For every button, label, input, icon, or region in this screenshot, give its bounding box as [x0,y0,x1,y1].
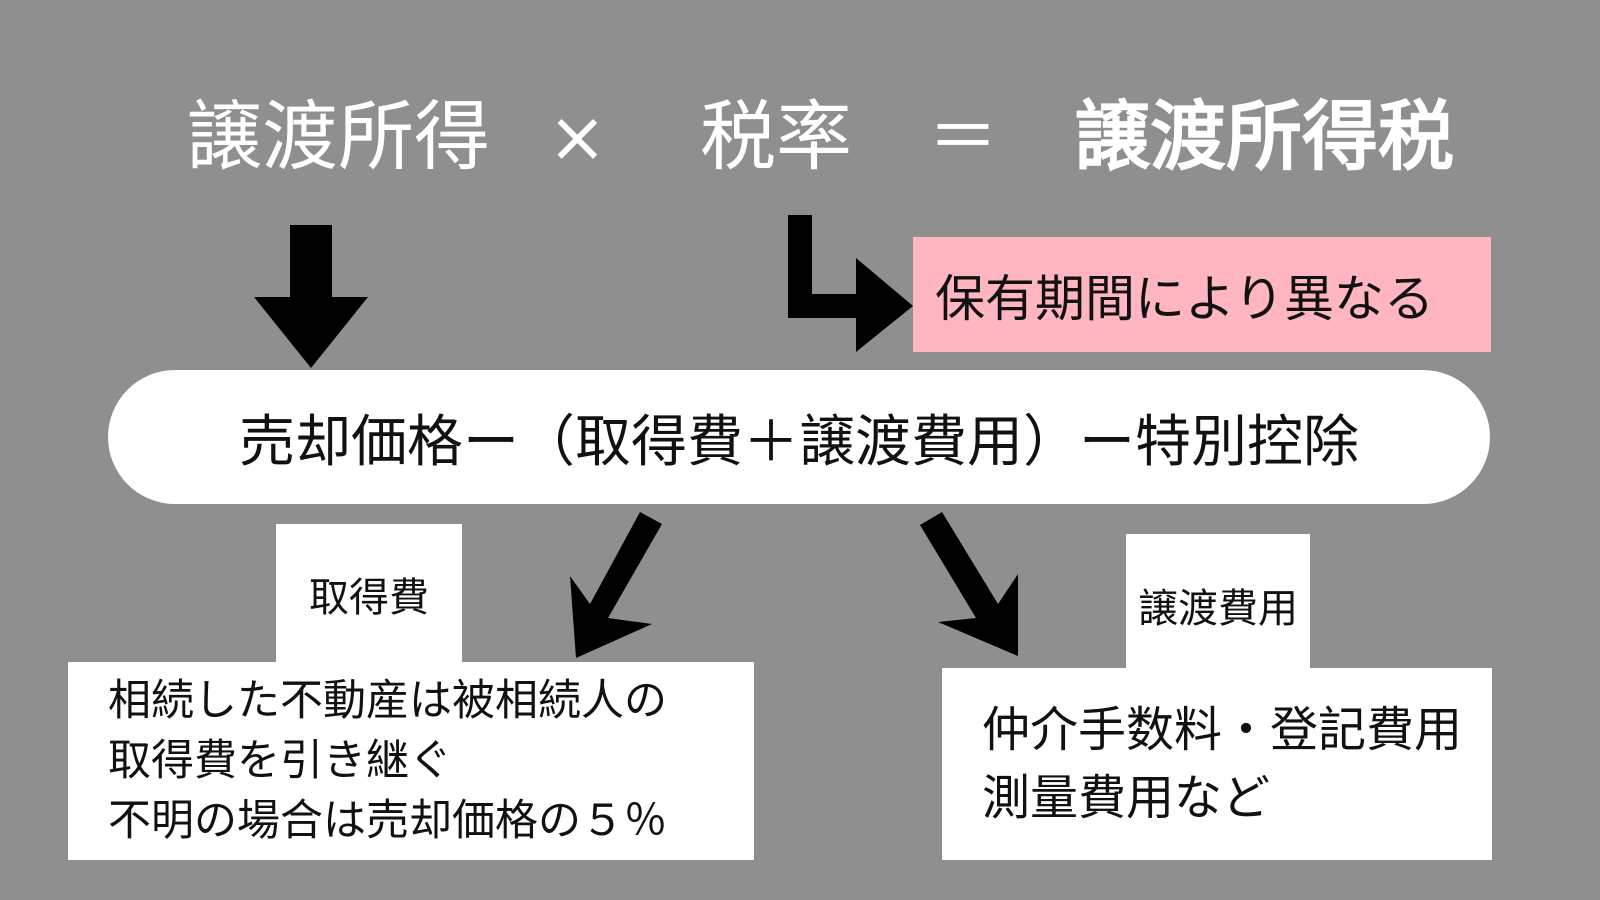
income-formula-text: 売却価格ー（取得費＋譲渡費用）ー特別控除 [239,409,1359,475]
acquisition-cost-detail-box: 相続した不動産は被相続人の 取得費を引き継ぐ 不明の場合は売却価格の５％ [68,662,754,860]
formula-term-transfer-income: 譲渡所得 [186,92,490,181]
tax-rate-note-text: 保有期間により異なる [935,269,1434,328]
transfer-cost-label: 譲渡費用 [1138,586,1298,632]
transfer-cost-line-2: 測量費用など [982,770,1271,826]
transfer-cost-line-1: 仲介手数料・登記費用 [982,702,1463,758]
formula-term-transfer-income-tax: 譲渡所得税 [1074,92,1454,181]
down-arrow-icon [254,225,368,368]
transfer-cost-detail-box: 仲介手数料・登記費用 測量費用など [942,668,1492,860]
acquisition-cost-line-2: 取得費を引き継ぐ [108,736,452,786]
income-formula-pill: 売却価格ー（取得費＋譲渡費用）ー特別控除 [108,370,1490,504]
formula-multiply-sign: × [548,96,607,178]
acquisition-cost-label: 取得費 [309,575,429,621]
acquisition-cost-line-1: 相続した不動産は被相続人の [108,676,667,726]
acquisition-cost-line-3: 不明の場合は売却価格の５％ [108,796,667,846]
acquisition-cost-label-box: 取得費 [276,524,462,664]
bent-right-arrow-icon [788,215,913,352]
formula-term-tax-rate: 税率 [700,92,852,181]
down-right-arrow-icon [920,512,1018,656]
formula-equals-sign: ＝ [928,96,998,178]
tax-rate-note-box: 保有期間により異なる [913,237,1491,352]
transfer-cost-label-box: 譲渡費用 [1126,534,1310,676]
down-left-arrow-icon [570,512,662,658]
